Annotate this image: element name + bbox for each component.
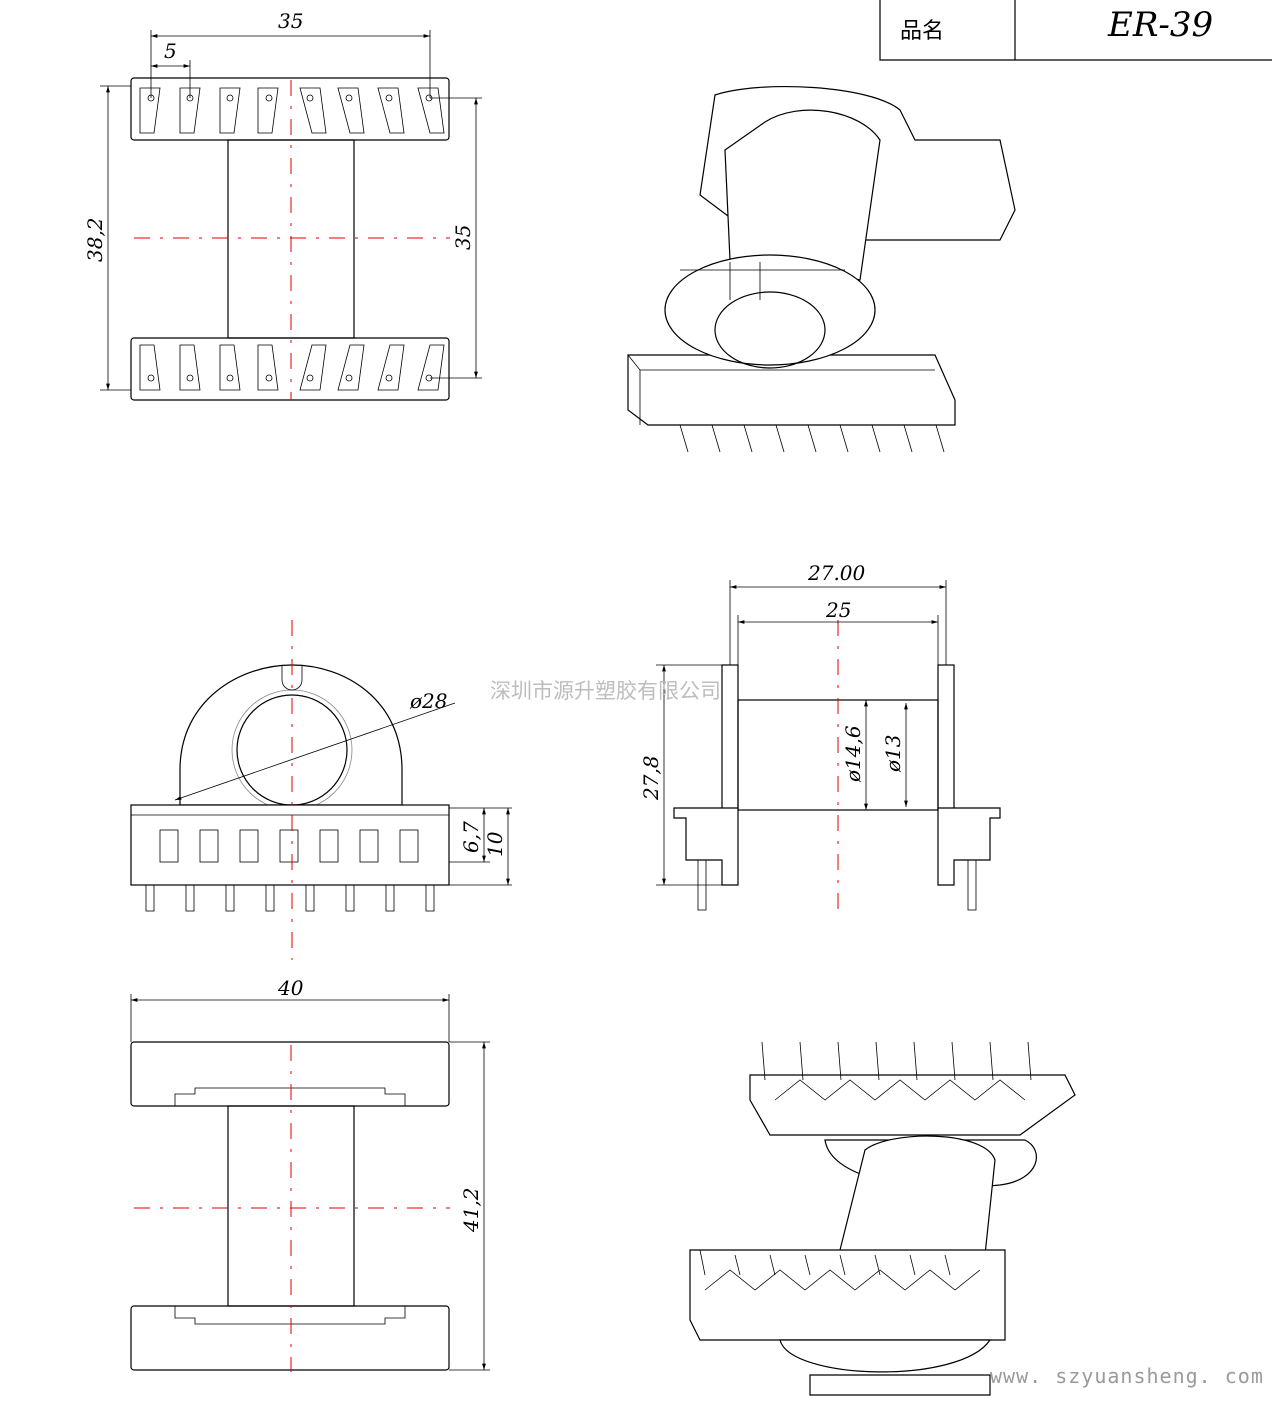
- dim-top-35: 35: [278, 9, 303, 33]
- dim-bottom-41-2: 41,2: [459, 1187, 483, 1233]
- top-upper-pins: [139, 87, 445, 134]
- dim-top-35-v: 35: [451, 225, 475, 250]
- dim-side-d13: ø13: [881, 735, 905, 774]
- bottom-view: 40 41,2: [130, 976, 490, 1372]
- dim-side-25: 25: [825, 598, 851, 622]
- dim-side-27-8: 27,8: [639, 755, 663, 801]
- dim-front-6-7: 6,7: [459, 821, 483, 853]
- title-block: 品名 ER-39: [879, 0, 1272, 61]
- dim-bottom-40: 40: [277, 976, 304, 1000]
- front-pin-slots: [159, 829, 419, 863]
- dim-front-d28: ø28: [409, 689, 448, 713]
- top-view: 35 5 38,2 35: [83, 9, 482, 401]
- company-watermark: 深圳市源升塑胶有限公司: [490, 679, 721, 703]
- dim-side-27: 27.00: [807, 561, 866, 585]
- front-pins: [145, 884, 435, 912]
- dim-top-38-2: 38,2: [83, 217, 107, 262]
- title-label: 品名: [900, 19, 944, 44]
- dim-top-5: 5: [164, 39, 177, 63]
- title-value: ER-39: [1107, 5, 1213, 45]
- dim-front-10: 10: [483, 831, 507, 857]
- top-lower-pins: [139, 344, 445, 391]
- side-view: 27.00 25 27,8 ø14,6 ø13: [639, 561, 1001, 911]
- website-watermark: www. szyuansheng. com: [990, 1364, 1264, 1388]
- iso-view-upper: [627, 86, 1016, 453]
- dim-side-d14-6: ø14,6: [841, 725, 865, 783]
- iso-view-lower: [689, 1041, 1076, 1396]
- front-view: ø28 6,7 10: [130, 620, 512, 960]
